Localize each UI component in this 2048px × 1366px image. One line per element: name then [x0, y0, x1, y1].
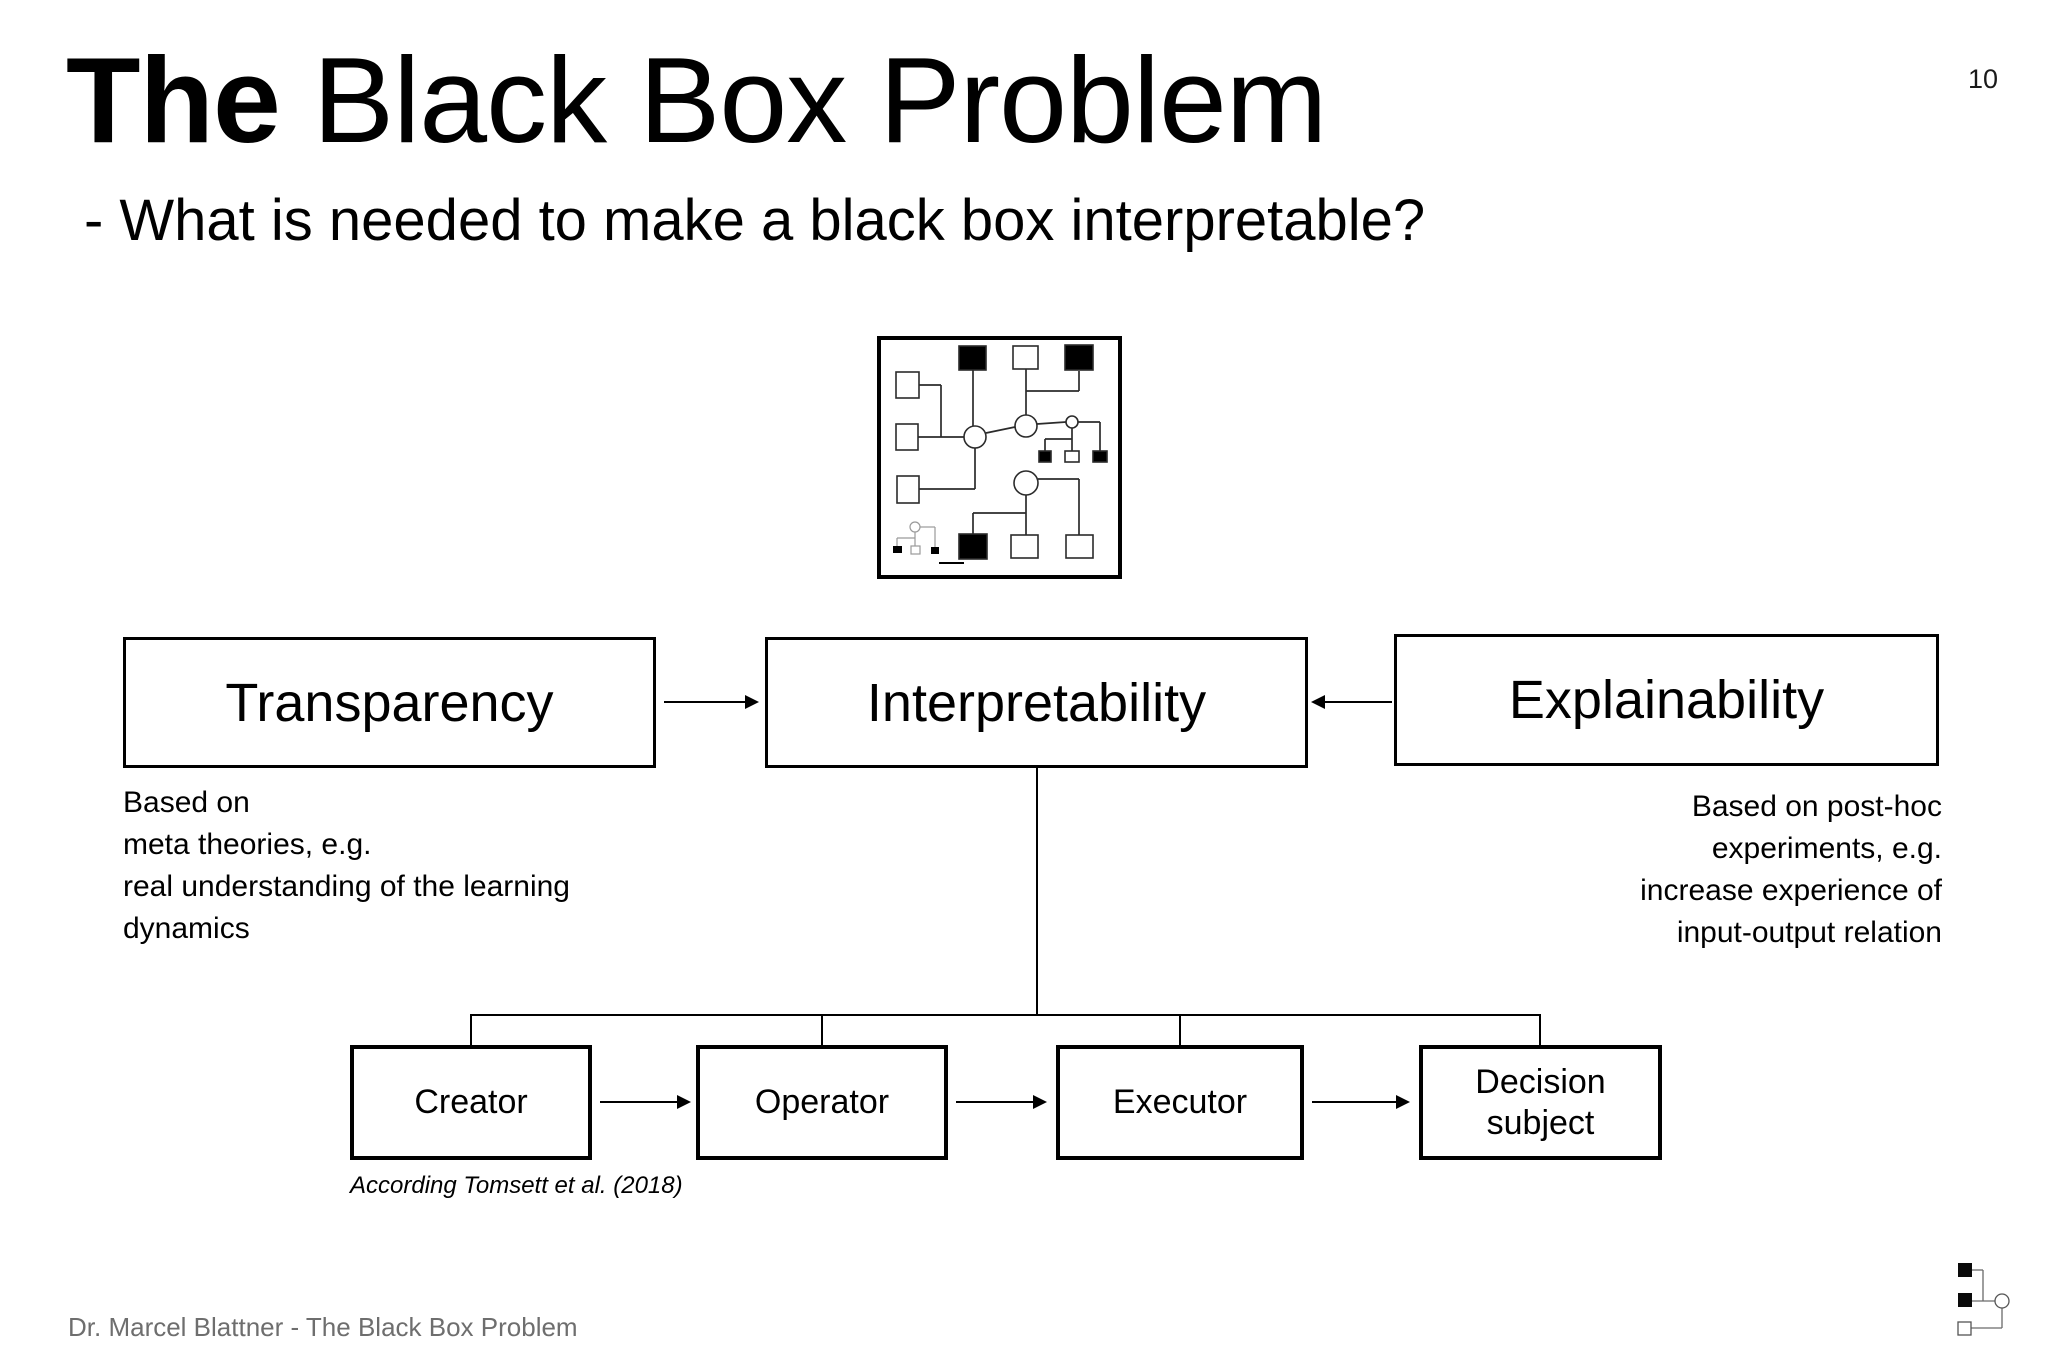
arrow-transparency-to-interpretability	[664, 695, 759, 709]
connector-drop-operator	[821, 1014, 823, 1045]
title-emphasis: The	[66, 32, 281, 168]
node-operator: Operator	[696, 1045, 948, 1160]
arrow-operator-to-executor	[956, 1095, 1047, 1109]
connector-drop-creator	[470, 1014, 472, 1045]
connector-interpretability-stem	[1036, 768, 1038, 1015]
title-rest: Black Box Problem	[279, 32, 1328, 168]
transparency-note: Based on meta theories, e.g. real unders…	[123, 786, 570, 945]
arrow-explainability-to-interpretability	[1311, 695, 1392, 709]
node-transparency: Transparency	[123, 637, 656, 768]
page-title: The Black Box Problem	[66, 30, 1328, 170]
node-creator: Creator	[350, 1045, 592, 1160]
arrow-executor-to-decision-subject	[1312, 1095, 1410, 1109]
footer-credit: Dr. Marcel Blattner - The Black Box Prob…	[68, 1312, 578, 1342]
page-number: 10	[1967, 64, 1998, 94]
connector-drop-decision-subject	[1539, 1014, 1541, 1045]
connector-drop-executor	[1179, 1014, 1181, 1045]
pedigree-logo-icon	[1957, 1263, 2010, 1336]
node-decision-subject: Decision subject	[1419, 1045, 1662, 1160]
source-caption: According Tomsett et al. (2018)	[350, 1172, 683, 1199]
arrow-creator-to-operator	[600, 1095, 691, 1109]
node-interpretability: Interpretability	[765, 637, 1308, 768]
explainability-note: Based on post-hoc experiments, e.g. incr…	[1640, 790, 1942, 949]
network-pedigree-diagram	[877, 336, 1122, 579]
node-explainability: Explainability	[1394, 634, 1939, 766]
node-executor: Executor	[1056, 1045, 1304, 1160]
connector-horizontal-bar	[470, 1014, 1541, 1016]
subtitle: - What is needed to make a black box int…	[84, 188, 1426, 253]
